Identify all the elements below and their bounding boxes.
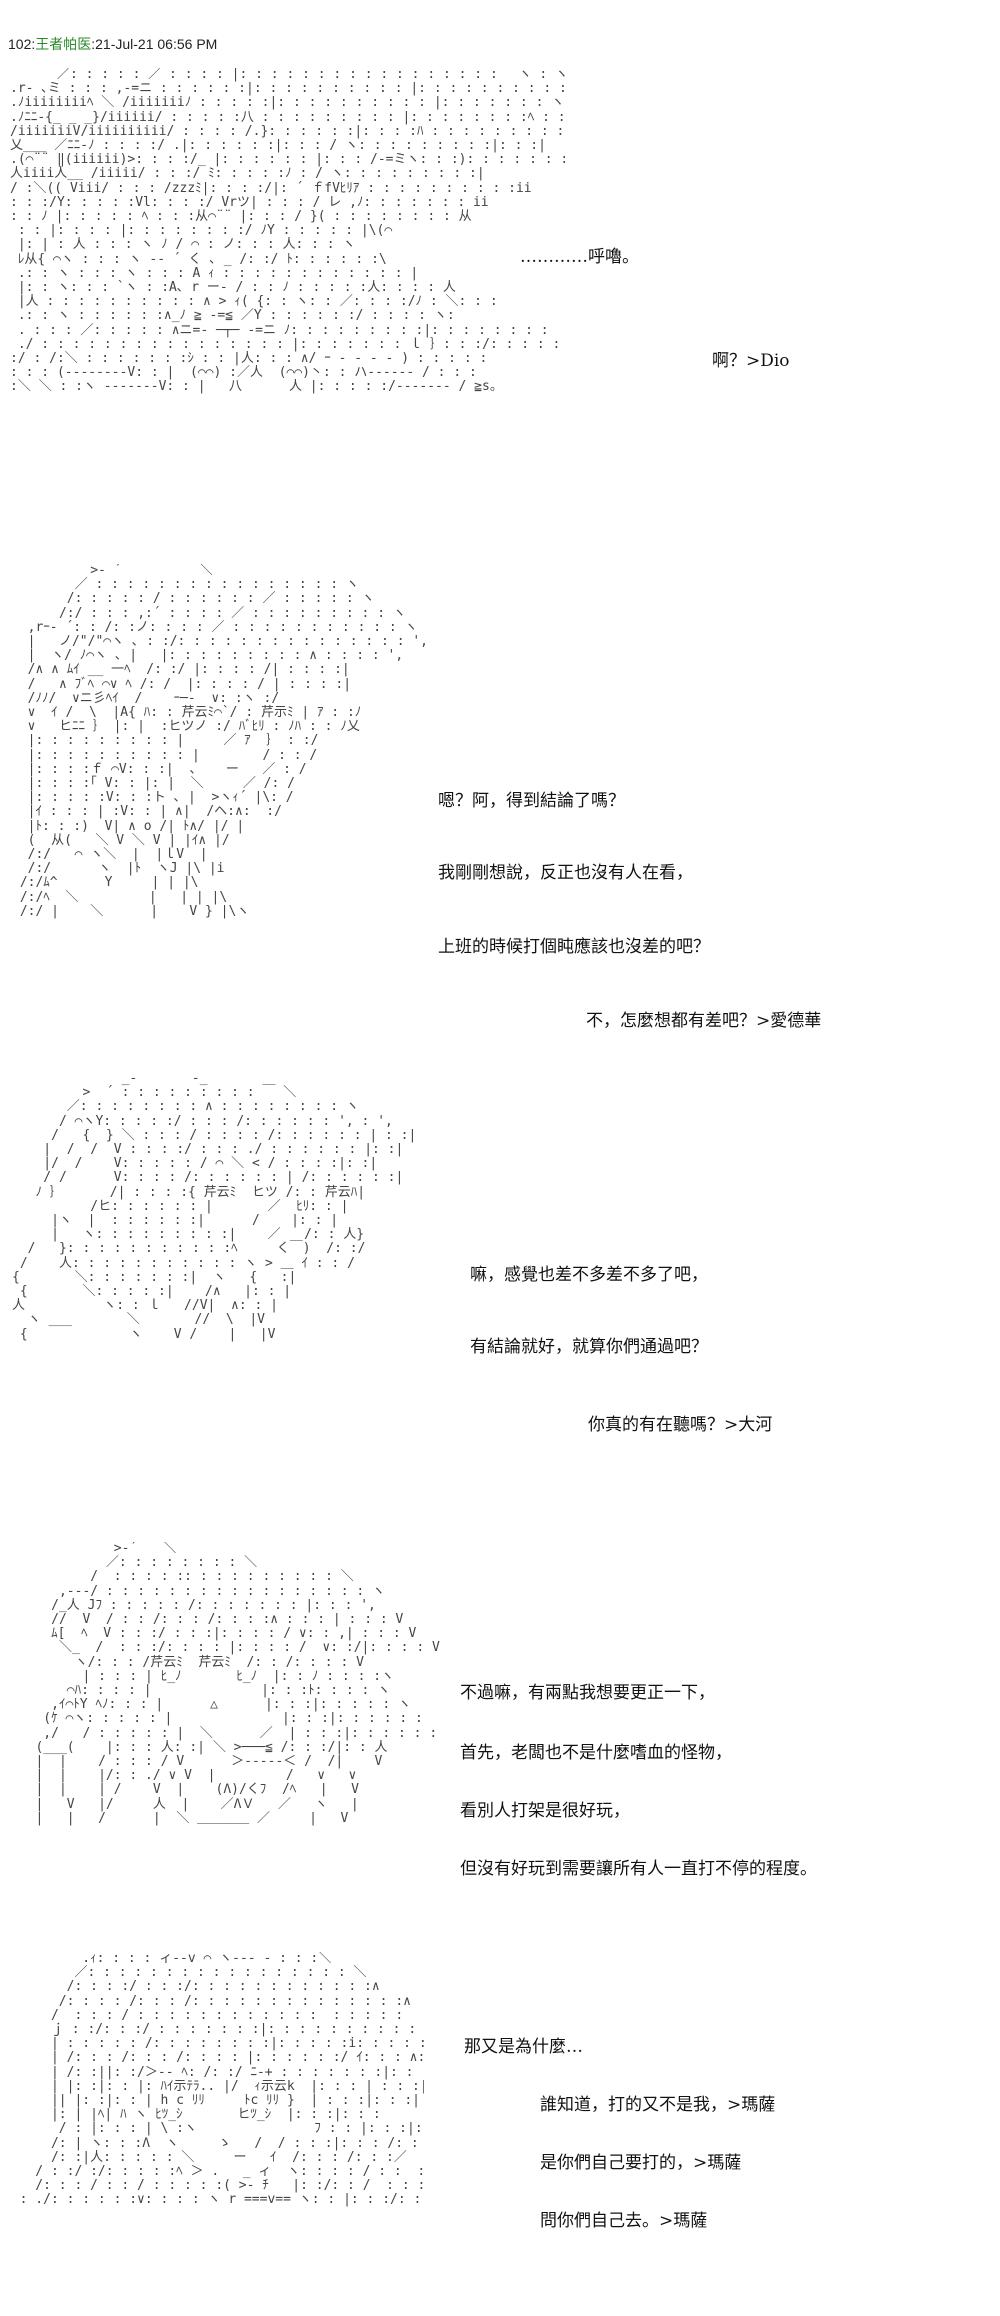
panel-3: _‐ ￣￣￣ ‐_ > ´ : : : : : : : : : ￣ ＼ ／: :…	[0, 1070, 1000, 1530]
panel-3-line-2: 有結論就好，就算你們通過吧？	[470, 1337, 708, 1357]
post-number: 102:	[8, 36, 36, 52]
panel-5-line-2: 誰知道，打的又不是我，>瑪薩	[540, 2095, 776, 2115]
panel-3-line-1: 嘛，感覺也差不多差不多了吧，	[470, 1265, 708, 1285]
panel-4-line-3: 看別人打架是很好玩，	[460, 1801, 630, 1821]
panel-2: >‐ ´￣￣￣￣￣￣＼ ／ : : : : : : : : : : : : : …	[0, 560, 1000, 1060]
panel-5-line-3: 是你們自己要打的，>瑪薩	[540, 2153, 742, 2173]
panel-1-ascii-art: ／: : : : : ／ : : : : |: : : : : : : : : …	[10, 68, 565, 395]
panel-3-line-3: 你真的有在聽嗎？>大河	[588, 1415, 773, 1435]
panel-2-line-3: 上班的時候打個盹應該也沒差的吧？	[438, 937, 710, 957]
panel-1-line-2: 啊？>Dio	[712, 351, 790, 371]
panel-5: .ｨ: : : : ィ‐‐v ⌒ ヽ‐-‐ - : : :＼ ／: : : : …	[0, 1950, 1000, 2310]
panel-5-ascii-art: .ｨ: : : : ィ‐‐v ⌒ ヽ‐-‐ - : : :＼ ／: : : : …	[19, 1952, 424, 2208]
panel-3-ascii-art: _‐ ￣￣￣ ‐_ > ´ : : : : : : : : : ￣ ＼ ／: :…	[12, 1072, 417, 1342]
panel-1: ／: : : : : ／ : : : : |: : : : : : : : : …	[0, 62, 1000, 532]
panel-1-line-1: …………呼嚕。	[520, 247, 639, 267]
panel-4-line-4: 但沒有好玩到需要讓所有人一直打不停的程度。	[460, 1859, 817, 1879]
panel-2-ascii-art: >‐ ´￣￣￣￣￣￣＼ ／ : : : : : : : : : : : : : …	[19, 564, 429, 919]
post-header: 102:王者帕医:21-Jul-21 06:56 PM	[8, 34, 217, 54]
panel-4-line-1: 不過嘛，有兩點我想要更正一下，	[460, 1683, 715, 1703]
panel-5-line-4: 問你們自己去。>瑪薩	[540, 2211, 708, 2231]
panel-4-ascii-art: >-´￣￣＼ ／: : : : : : : : ＼ / : : : : :: :…	[35, 1542, 440, 1826]
panel-2-line-2: 我剛剛想說，反正也沒有人在看，	[438, 863, 693, 883]
panel-2-line-1: 嗯？阿，得到結論了嗎？	[438, 791, 625, 811]
panel-5-line-1: 那又是為什麼…	[464, 2037, 583, 2057]
post-timestamp: :21-Jul-21 06:56 PM	[91, 36, 218, 52]
panel-2-line-4: 不，怎麼想都有差吧？>愛德華	[586, 1011, 822, 1031]
poster-name[interactable]: 王者帕医	[35, 36, 92, 52]
panel-4: >-´￣￣＼ ／: : : : : : : : ＼ / : : : : :: :…	[0, 1540, 1000, 1940]
panel-4-line-2: 首先，老闆也不是什麼嗜血的怪物，	[460, 1743, 732, 1763]
